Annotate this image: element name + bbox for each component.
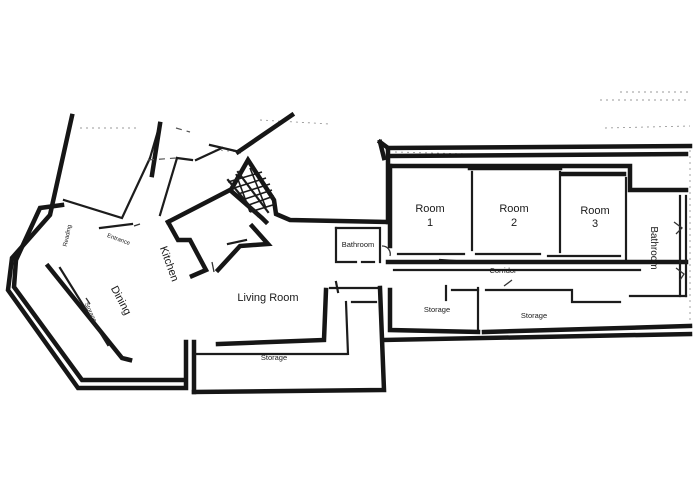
scan-noise (80, 91, 691, 330)
bathroom-center-label: Bathroom (342, 240, 375, 249)
reading-label: Reading (63, 224, 74, 247)
walls-east-wing (381, 143, 693, 343)
room3-number: 3 (592, 218, 598, 230)
living-room-label: Living Room (237, 292, 298, 304)
room2-label: Room (499, 203, 528, 215)
bathroom-right-label: Bathroom (648, 226, 659, 269)
kitchen-label: Kitchen (157, 245, 181, 284)
door-arc-bathroom (381, 245, 391, 257)
room3-label: Room (580, 205, 609, 217)
doors (85, 127, 685, 305)
storage-middle-label: Storage (424, 305, 450, 314)
storage-right-label: Storage (521, 311, 547, 320)
staircase (227, 167, 277, 213)
room1-number: 1 (427, 217, 433, 229)
corridor-label: Corridor (489, 266, 517, 275)
storage-bottom-label: Storage (261, 353, 287, 362)
room2-number: 2 (511, 217, 517, 229)
dining-label: Dining (108, 284, 133, 317)
walls-west-wing (5, 113, 194, 391)
entrance-label: Entrance (106, 233, 131, 247)
walls-kitchen (164, 111, 391, 279)
room1-label: Room (415, 203, 444, 215)
walls-center (191, 138, 391, 395)
